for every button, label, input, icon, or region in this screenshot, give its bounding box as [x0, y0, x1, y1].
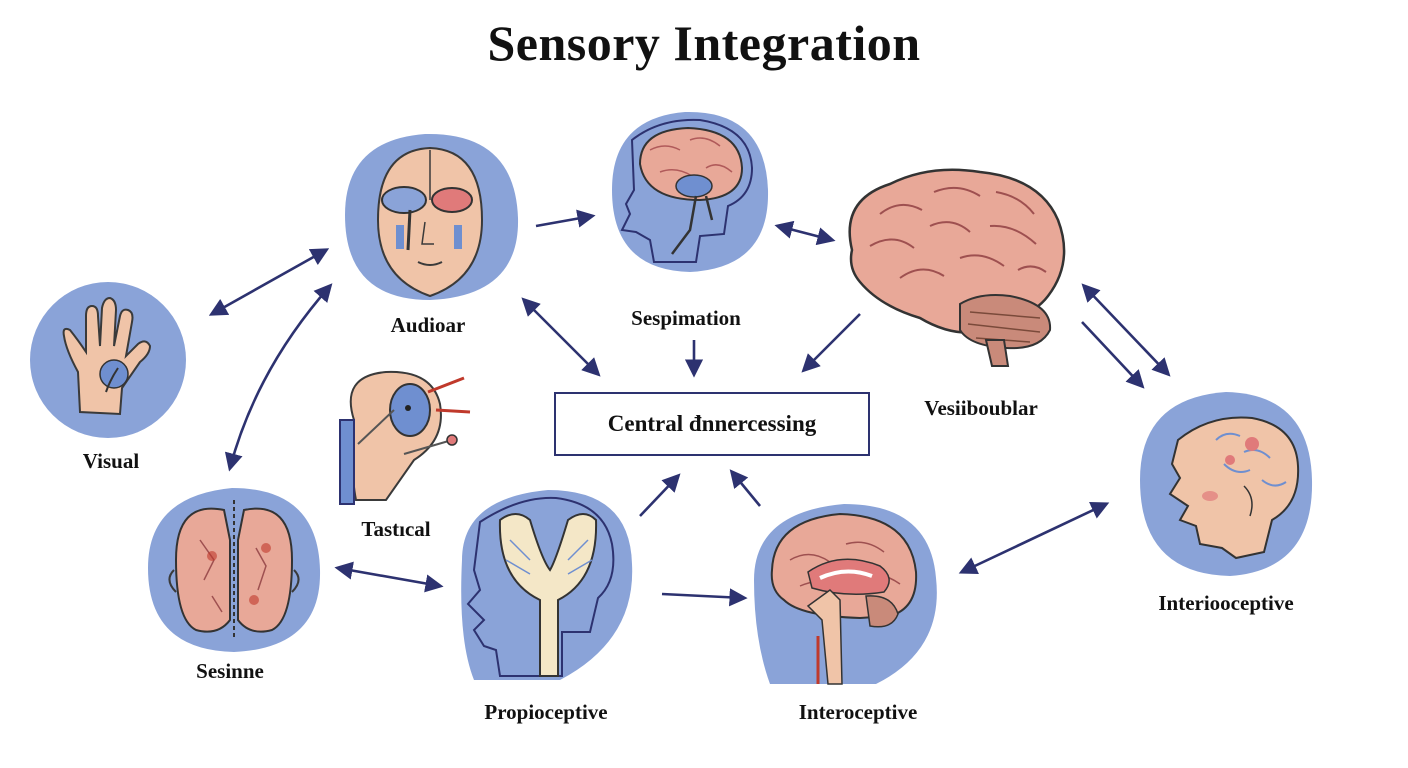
arrows — [208, 209, 1171, 607]
label-interoceptive: Interoceptive — [798, 700, 918, 724]
arrow-sespimation-brain — [774, 220, 836, 246]
arrow-audioar-sespimation — [535, 209, 596, 228]
hand-icon — [30, 282, 186, 438]
label-propioceptive: Propioceptive — [484, 700, 608, 724]
label-tastical: Tastıcal — [361, 517, 431, 541]
arrow-audioar-sesinne — [224, 283, 333, 472]
label-vesiiboublar: Vesiiboublar — [924, 396, 1038, 420]
arrow-visual-audioar — [208, 248, 330, 316]
arrow-brain-central — [801, 313, 861, 373]
arrow-sesinne-propio — [334, 561, 444, 593]
head-neurons-icon — [1140, 392, 1313, 576]
head-brain-icon — [612, 111, 769, 272]
label-interiooceptive: Interiooceptive — [1158, 591, 1294, 615]
ear-icon — [339, 370, 471, 505]
arrow-intero-interio — [958, 501, 1110, 575]
arrow-brain-interio-2 — [1081, 321, 1145, 389]
arrow-intero-central — [729, 469, 762, 507]
lungs-icon — [148, 488, 321, 652]
face-eyes-icon — [345, 133, 519, 300]
label-visual: Visual — [82, 449, 140, 473]
label-audioar: Audioar — [390, 313, 466, 337]
arrow-propio-intero — [661, 588, 748, 607]
arrow-propio-central — [639, 473, 681, 517]
arrow-audioar-central — [521, 297, 601, 377]
label-sesinne: Sesinne — [196, 659, 264, 683]
page-title: Sensory Integration — [487, 15, 921, 71]
central-processing-box: Central đnnercessing — [554, 392, 870, 456]
arrow-brain-interio-1 — [1081, 283, 1171, 377]
spine-head-icon — [461, 490, 633, 680]
sagittal-brain-icon — [754, 504, 937, 685]
brain-icon — [848, 168, 1066, 367]
label-sespimation: Sespimation — [631, 306, 741, 330]
